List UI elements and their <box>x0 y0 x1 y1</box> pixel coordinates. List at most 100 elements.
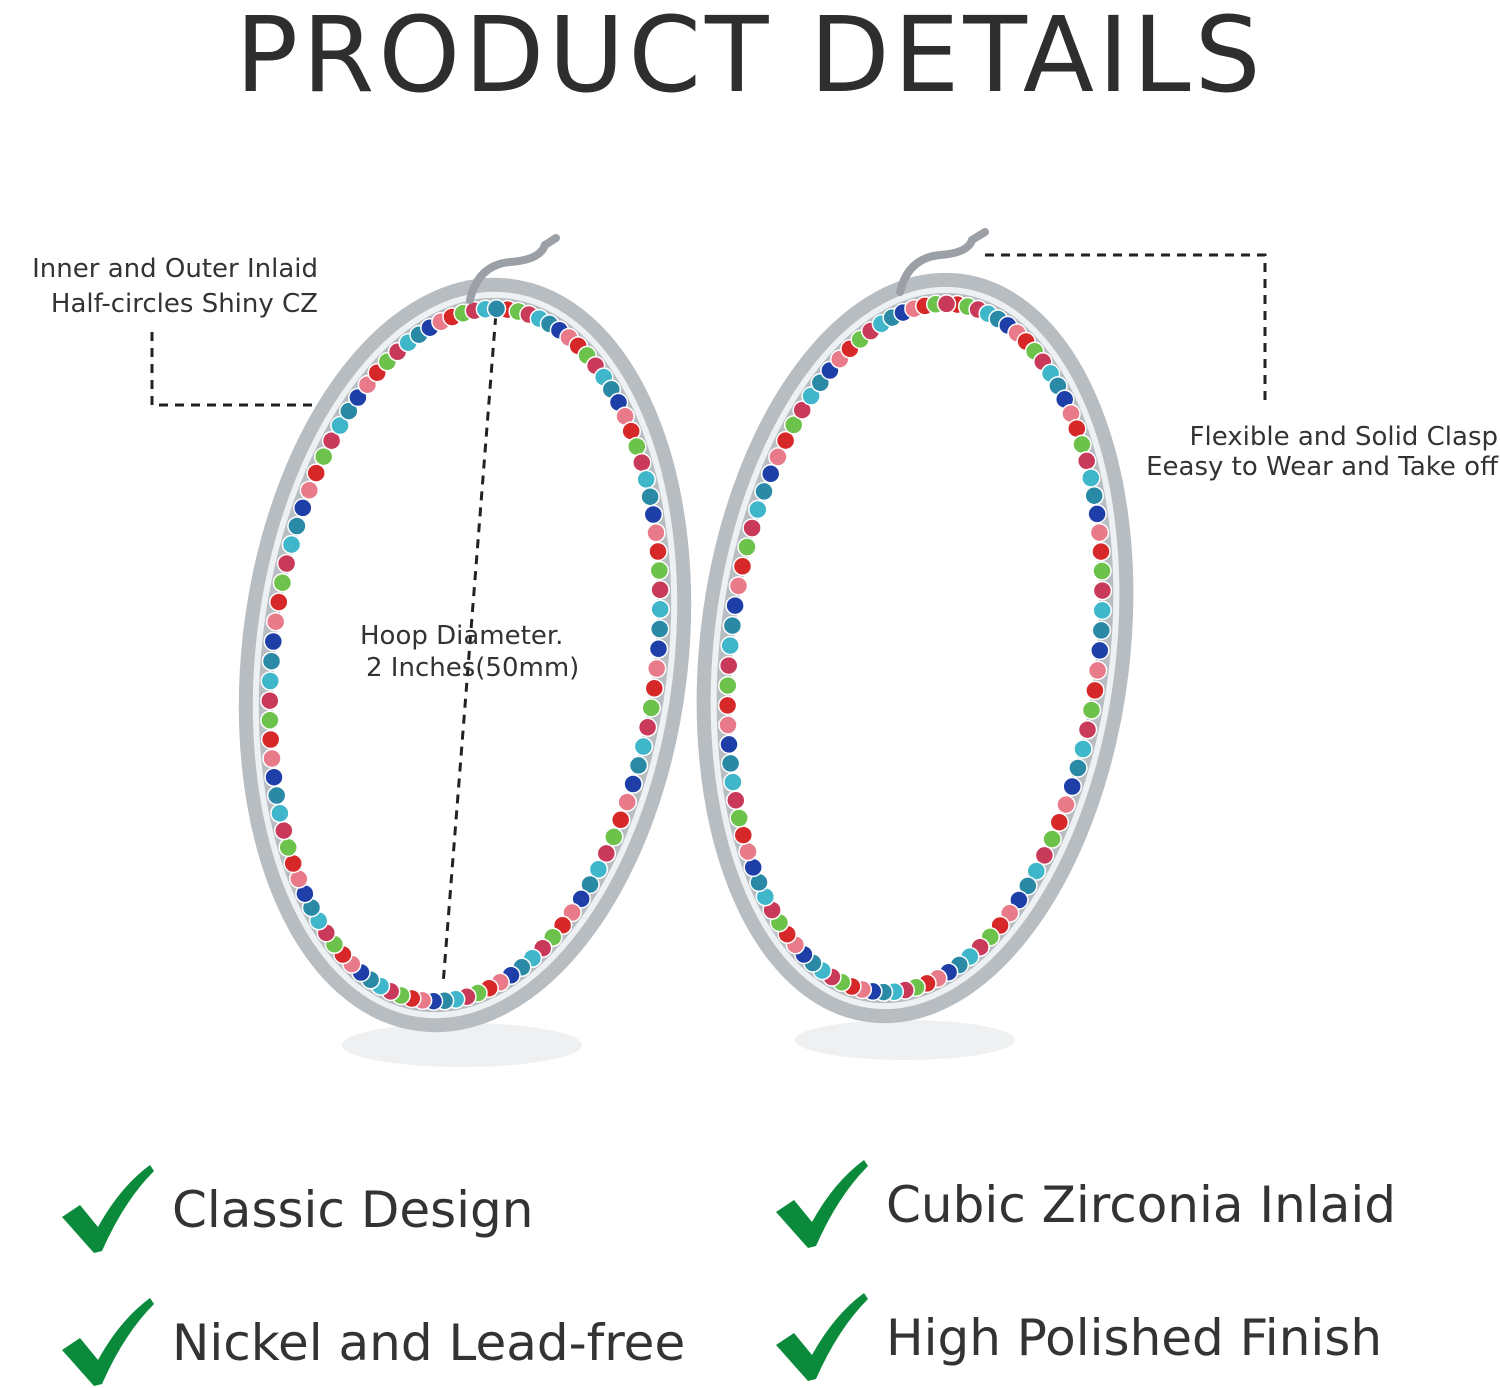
clasp-callout-line-1: Flexible and Solid Clasp <box>1189 422 1498 452</box>
gem-stone <box>719 734 739 755</box>
gem-stone <box>633 736 654 757</box>
gem-stone <box>641 698 661 718</box>
gem-stone <box>1009 890 1029 910</box>
gem-stone <box>801 386 821 406</box>
diameter-callout-line-2: 2 Inches(50mm) <box>366 653 580 683</box>
gem-stone <box>718 715 738 735</box>
gem-stone <box>260 729 281 750</box>
gem-stone <box>1034 845 1055 866</box>
gem-stone <box>738 841 758 862</box>
gem-stone <box>718 655 739 676</box>
feature-label: Nickel and Lead-free <box>172 1314 686 1372</box>
gem-stone <box>261 651 282 671</box>
clasp-callout: Flexible and Solid Clasp Eeasy to Wear a… <box>1100 422 1498 482</box>
gem-stone <box>725 595 745 616</box>
gem-stone <box>643 504 664 525</box>
clasp-callout-line-2: Eeasy to Wear and Take off <box>1146 452 1498 482</box>
gem-stone <box>728 576 749 596</box>
feature-classic-design: Classic Design <box>58 1165 533 1255</box>
gem-stone <box>775 430 796 451</box>
left-hoop-reflection <box>342 1023 582 1067</box>
clasp-leader-line <box>985 253 1267 402</box>
gem-stone <box>1091 541 1111 562</box>
gem-stone <box>1068 758 1088 778</box>
gem-stone <box>281 534 302 555</box>
gem-stone <box>1081 700 1102 720</box>
gem-stone <box>936 294 957 314</box>
diameter-callout: Hoop Diameter. 2 Inches(50mm) <box>360 620 620 684</box>
diameter-callout-line-1: Hoop Diameter. <box>360 621 564 651</box>
gem-stone <box>306 463 326 483</box>
gem-stone <box>1090 640 1110 661</box>
gem-stone <box>287 516 307 536</box>
gem-stone <box>1077 719 1098 740</box>
diameter-line <box>441 299 499 986</box>
gem-stone <box>1092 580 1113 601</box>
gem-stone <box>617 792 637 812</box>
gem-stone <box>588 859 609 880</box>
gem-stone <box>737 537 757 557</box>
gem-stone <box>1062 776 1082 797</box>
gem-stone <box>1092 600 1112 621</box>
gem-stone <box>723 772 743 792</box>
gem-stone <box>596 843 617 864</box>
gem-stone <box>262 748 282 769</box>
check-icon <box>62 1165 154 1253</box>
inlay-callout: Inner and Outer Inlaid Half-circles Shin… <box>0 252 318 322</box>
feature-label: Classic Design <box>172 1181 534 1239</box>
gem-stone <box>648 541 668 562</box>
gem-stone <box>260 710 280 730</box>
gem-stone <box>729 808 749 828</box>
gem-stone <box>650 599 670 620</box>
gem-stone <box>1018 876 1038 896</box>
left-earring <box>238 234 692 1067</box>
gem-stone <box>646 658 667 679</box>
gem-stone <box>276 553 297 574</box>
gem-stone <box>1087 504 1107 524</box>
right-earring <box>696 228 1134 1060</box>
gem-stone <box>649 619 670 639</box>
gem-stone <box>1087 660 1108 681</box>
gem-stone <box>1091 620 1112 641</box>
gem-stone <box>270 803 290 824</box>
inlay-callout-line-1: Inner and Outer Inlaid <box>32 254 318 284</box>
gem-stone <box>733 825 754 845</box>
gem-stone <box>783 415 804 435</box>
gem-stone <box>263 631 284 652</box>
gem-stone <box>754 481 774 502</box>
gem-stone <box>339 401 359 421</box>
gem-stone <box>313 446 334 467</box>
gem-stone <box>644 678 665 699</box>
gem-stone <box>1049 812 1070 832</box>
gem-stone <box>299 480 320 500</box>
left-hoop-gems <box>260 299 670 1011</box>
gem-stone <box>628 755 649 776</box>
gem-stone <box>264 767 284 787</box>
check-icon <box>62 1298 154 1386</box>
gem-stone <box>768 447 788 467</box>
gem-stone <box>283 853 303 874</box>
inlay-leader-line <box>150 332 325 407</box>
gem-stone <box>321 430 342 451</box>
gem-stone <box>1085 680 1105 701</box>
gem-stone <box>274 820 294 841</box>
gem-stone <box>1056 794 1076 815</box>
gem-stone <box>648 639 669 659</box>
gem-stone <box>266 785 287 806</box>
gem-stone <box>636 469 656 490</box>
gem-stone <box>722 615 743 636</box>
gem-stone <box>260 671 281 691</box>
gem-stone <box>330 415 350 436</box>
check-icon <box>776 1160 868 1248</box>
gem-stone <box>640 486 660 507</box>
gem-stone <box>269 592 289 612</box>
gem-stone <box>748 499 768 520</box>
gem-stone <box>1073 739 1093 759</box>
gem-stone <box>718 675 738 696</box>
feature-nickel-lead-free: Nickel and Lead-free <box>58 1298 685 1388</box>
page-title: PRODUCT DETAILS <box>235 0 1265 116</box>
callout-leader-lines <box>150 253 1267 986</box>
gem-stone <box>646 523 666 543</box>
gem-stone <box>486 299 507 319</box>
